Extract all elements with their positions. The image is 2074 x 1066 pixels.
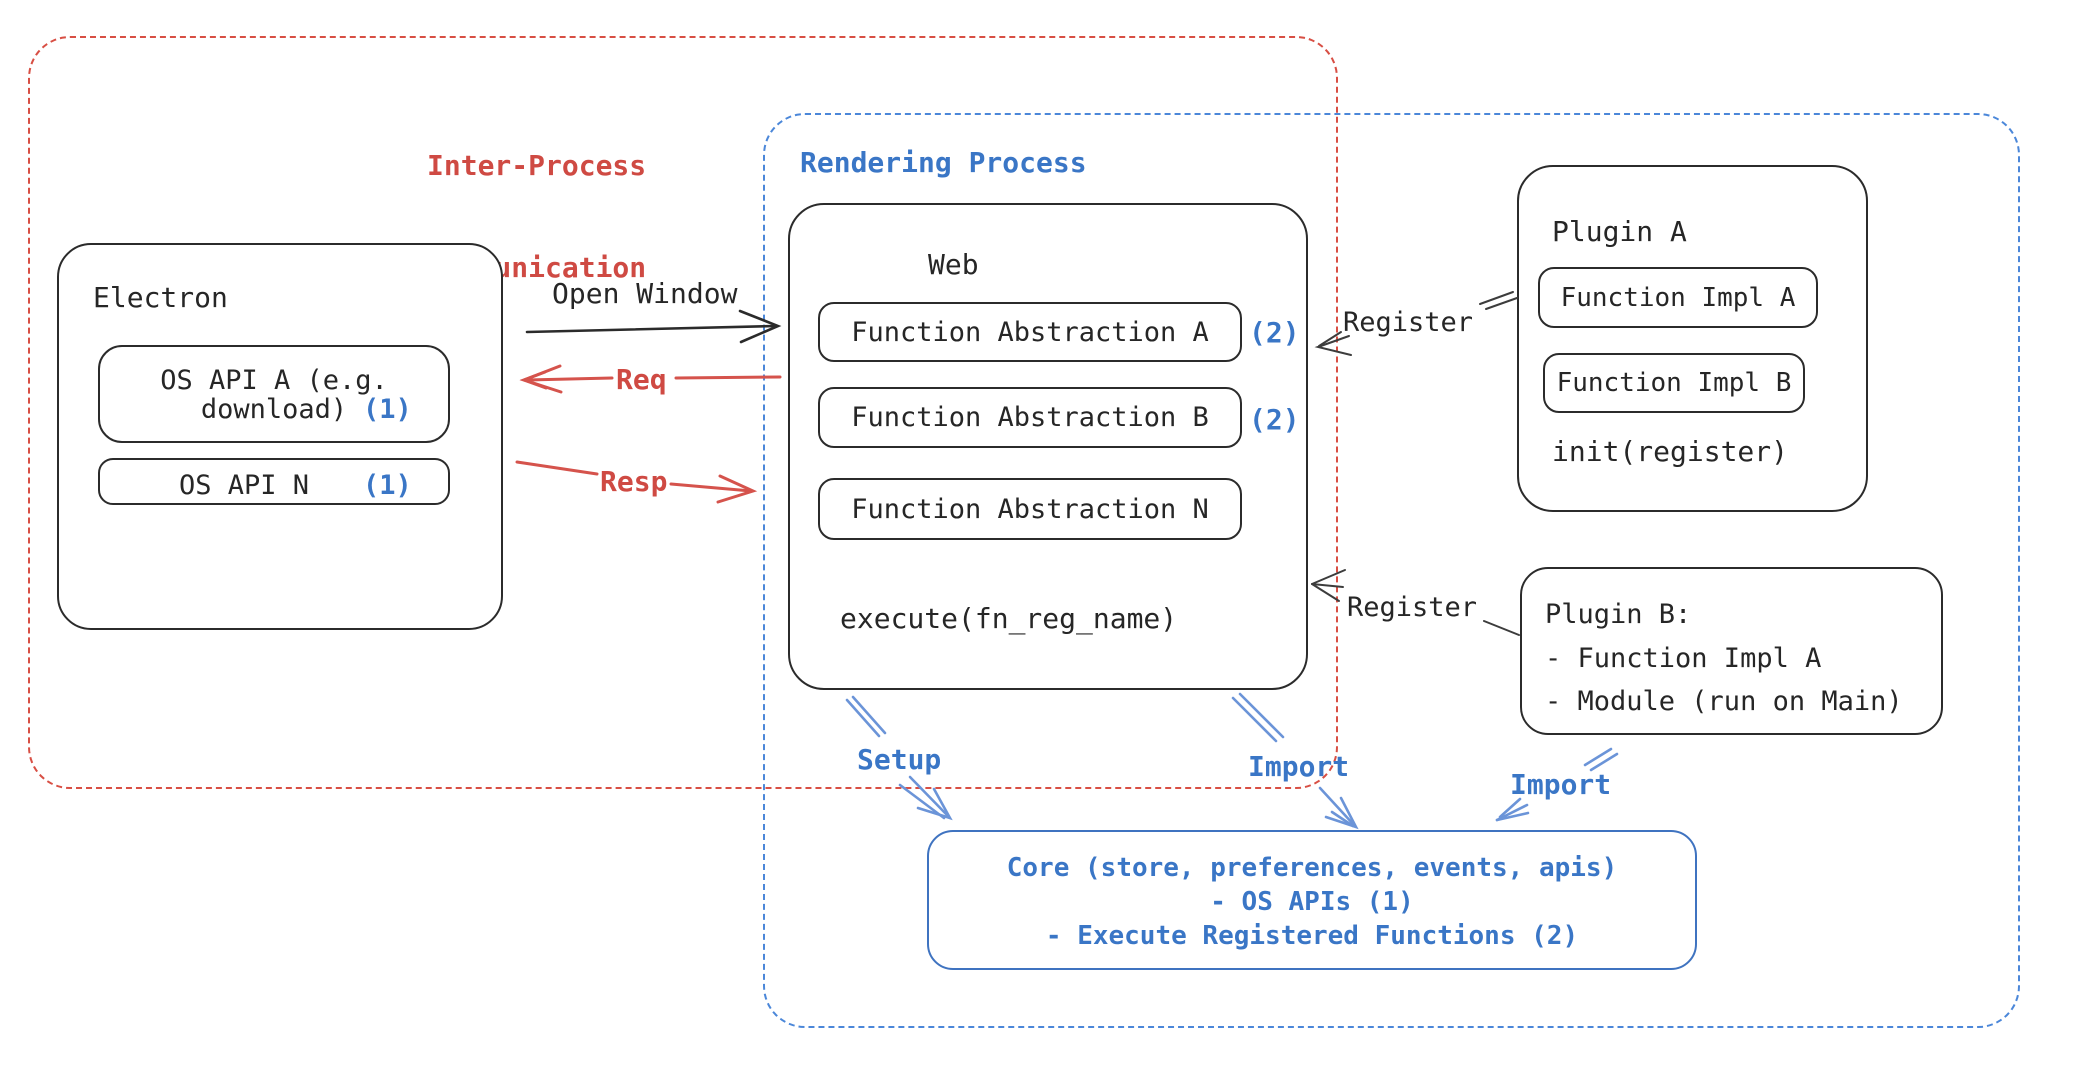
plugin-b-box: Plugin B: - Function Impl A - Module (ru…: [1520, 567, 1943, 735]
function-impl-a-label: Function Impl A: [1560, 282, 1796, 313]
execute-label: execute(fn_reg_name): [840, 602, 1178, 635]
function-impl-b-label: Function Impl B: [1556, 368, 1792, 398]
import-label-web: Import: [1248, 750, 1350, 783]
plugin-b-line1: Plugin B:: [1545, 599, 1692, 630]
function-abstraction-n-box: Function Abstraction N: [818, 478, 1242, 540]
function-impl-a-box: Function Impl A: [1538, 267, 1818, 328]
function-abstraction-b-label: Function Abstraction B: [851, 402, 1209, 433]
os-api-a-line2: download): [200, 394, 348, 425]
core-line1: Core (store, preferences, events, apis): [1006, 853, 1618, 883]
plugin-a-box: [1517, 165, 1868, 512]
setup-label: Setup: [857, 743, 942, 776]
electron-title: Electron: [93, 281, 228, 314]
rendering-process-title: Rendering Process: [800, 146, 1087, 179]
plugin-b-line2: - Function Impl A: [1545, 643, 1822, 674]
function-abstraction-b-box: Function Abstraction B: [818, 387, 1242, 448]
init-register-label: init(register): [1552, 435, 1789, 468]
web-title: Web: [928, 248, 979, 281]
register-label-plugin-a: Register: [1343, 307, 1474, 338]
function-abstraction-a-badge: (2): [1249, 316, 1300, 349]
plugin-b-line3: - Module (run on Main): [1545, 686, 1903, 717]
core-line2: - OS APIs (1): [1210, 887, 1414, 917]
os-api-n-label: OS API N: [178, 470, 310, 501]
open-window-label: Open Window: [552, 277, 738, 310]
os-api-n-badge: (1): [363, 470, 412, 501]
core-box: Core (store, preferences, events, apis) …: [927, 830, 1697, 970]
function-abstraction-b-badge: (2): [1249, 403, 1300, 436]
function-impl-b-box: Function Impl B: [1543, 353, 1805, 413]
resp-label: Resp: [600, 465, 668, 498]
os-api-a-box: OS API A (e.g. download) (1): [98, 345, 450, 443]
os-api-a-line1: OS API A (e.g.: [160, 365, 388, 396]
ipc-dashed-region: [28, 36, 1338, 789]
ipc-title-line1: Inter-Process: [427, 149, 647, 183]
req-label: Req: [616, 363, 667, 396]
rendering-process-dashed-region: [763, 113, 2020, 1028]
core-line3: - Execute Registered Functions (2): [1045, 921, 1579, 951]
function-abstraction-a-label: Function Abstraction A: [851, 316, 1209, 348]
os-api-n-box: OS API N (1): [98, 458, 450, 505]
import-label-plugin-b: Import: [1510, 768, 1612, 801]
os-api-a-badge: (1): [363, 394, 412, 425]
function-abstraction-a-box: Function Abstraction A: [818, 302, 1242, 362]
function-abstraction-n-label: Function Abstraction N: [851, 493, 1209, 525]
plugin-a-title: Plugin A: [1552, 215, 1687, 248]
register-label-plugin-b: Register: [1347, 592, 1478, 623]
